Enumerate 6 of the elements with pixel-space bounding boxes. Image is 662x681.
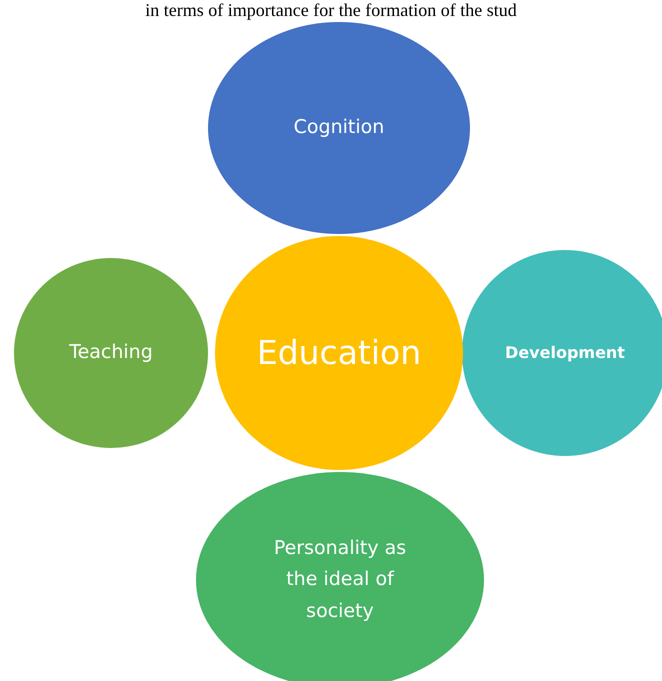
node-label: Cognition bbox=[294, 115, 384, 140]
node-label: Teaching bbox=[69, 340, 153, 366]
heading-text: in terms of importance for the formation of the stud bbox=[144, 0, 518, 20]
node-label: Development bbox=[505, 342, 625, 364]
node-label: Personality as the ideal of society bbox=[272, 536, 408, 624]
node-label: Education bbox=[256, 332, 422, 374]
